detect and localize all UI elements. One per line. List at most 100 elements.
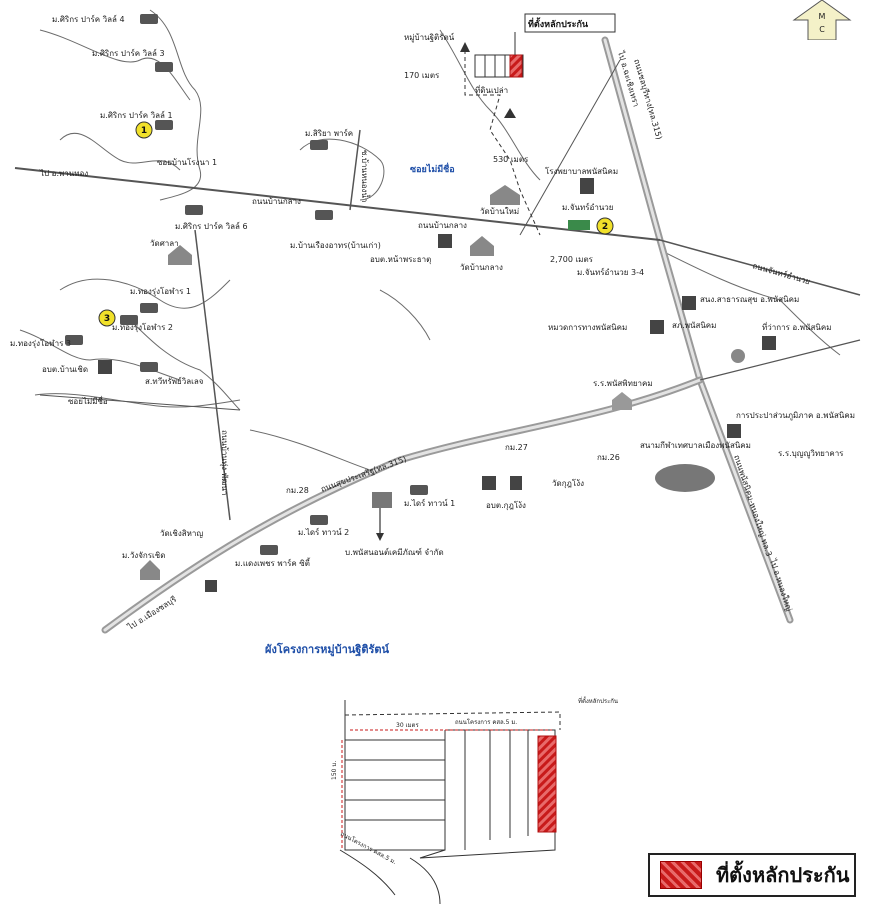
map-label: ไป อ.พานทอง (39, 169, 88, 178)
house-icon (410, 485, 428, 495)
map-label: ม.ศิริกร ปาร์ค วิลล์ 6 (175, 221, 248, 231)
hospital-icon (568, 220, 590, 230)
map-label: ม.ศิริกร ปาร์ค วิลล์ 1 (100, 110, 173, 120)
compass-letter-m: M (819, 12, 826, 21)
map-label: ถนนพนัสนิคม-หนองใหญ่ ทล.3 (732, 454, 773, 558)
distance-label: 2,700 เมตร (550, 255, 594, 264)
temple-icon (470, 236, 494, 256)
map-label: ถนนบ้านทุ่ง-พัฒนา (220, 430, 229, 495)
svg-text:2: 2 (602, 222, 608, 232)
legend-label: ที่ตั้งหลักประกัน (716, 863, 850, 887)
site-plan-depth-label: 150 ม. (331, 761, 338, 780)
map-label: หมวดการทางพนัสนิคม (548, 323, 627, 332)
map-label: ม.สิริยา พาร์ค (305, 128, 353, 138)
house-icon (310, 515, 328, 525)
village-name-label: หมู่บ้านฐิติรัตน์ (404, 32, 455, 43)
place-icons (65, 14, 776, 592)
house-icon (315, 210, 333, 220)
factory-icon (372, 492, 392, 508)
map-label: การประปาส่วนภูมิภาค อ.พนัสนิคม (736, 411, 855, 421)
map-label: วัดกุฎโง้ง (552, 478, 584, 488)
secondary-roads (14, 42, 861, 521)
house-icon (260, 545, 278, 555)
site-plan-road-top: ถนนโครงการ คสล.5 ม. (455, 718, 517, 726)
pin-marker: 1 (135, 121, 153, 139)
map-label: ม.ศิริกร ปาร์ค วิลล์ 4 (52, 14, 125, 24)
map-label: ร.ร.บุญญูวิทยาคาร (778, 449, 844, 459)
map-label: สภ.พนัสนิคม (672, 321, 716, 330)
highway-315-chonburi (601, 36, 794, 624)
building-icon (727, 424, 741, 438)
map-label: วัดเชิงสิหาญ (160, 529, 203, 538)
map-label: อบต.บ้านเชิด (42, 365, 88, 374)
site-plan-collateral-label: ที่ตั้งหลักประกัน (578, 695, 618, 705)
collateral-label: ที่ตั้งหลักประกัน (528, 17, 589, 30)
house-icon (65, 335, 83, 345)
map-label: ม.ไดร์ ทาวน์ 1 (404, 498, 455, 508)
map-label: อบต.กุฎโง้ง (486, 500, 526, 510)
map-label: ม.จันทร์อำนวย 3-4 (577, 267, 644, 277)
building-icon (510, 476, 522, 490)
site-plan-width-label: 30 เมตร (396, 722, 419, 729)
building-icon (762, 336, 776, 350)
building-icon (682, 296, 696, 310)
house-icon (155, 120, 173, 130)
numbered-pins: 1 2 3 (98, 121, 614, 327)
map-label: วัดบ้านกลาง (460, 263, 503, 272)
north-compass-icon: M C (792, 0, 852, 40)
compass-letter-c: C (819, 25, 825, 34)
map-label: ร.ร.พนัสพิทยาคม (593, 379, 653, 388)
building-icon (98, 360, 112, 374)
temple-icon (168, 245, 192, 265)
distance-label: 170 เมตร (404, 71, 440, 80)
building-icon (438, 234, 452, 248)
map-label: ม.วังจักรเชิด (122, 551, 165, 560)
map-label: ม.แดงเพชร พาร์ค ซิตี้ (235, 557, 311, 568)
site-plan: ที่ตั้งหลักประกัน 30 เมตร ถนนโครงการ คสล… (331, 695, 618, 904)
map-label: ถนนบ้านกลาง (252, 197, 301, 206)
map-label: ม.จันทร์อำนวย (562, 202, 614, 212)
soi-label: ซอยไม่มีชื่อ (410, 162, 455, 175)
village-boundaries (19, 9, 841, 471)
map-labels: ม.ศิริกร ปาร์ค วิลล์ 4 ม.ศิริกร ปาร์ค วิ… (10, 14, 855, 657)
tree-icon (731, 349, 745, 363)
map-label: ม.บ้านเรืองอาทร(บ้านเก่า) (290, 241, 381, 250)
map-label: กม.26 (597, 453, 620, 462)
house-icon (120, 315, 138, 325)
pin-marker: 2 (596, 217, 614, 235)
school-icon (612, 392, 632, 410)
house-icon (185, 205, 203, 215)
map-label: กม.28 (286, 486, 309, 495)
highway-sukprasoet (101, 376, 704, 634)
map-label: ม.ทองรุ่งโอฬาร 3 (10, 338, 71, 348)
map-label: ม.ทองรุ่งโอฬาร 1 (130, 286, 191, 296)
pin-marker: 3 (98, 309, 116, 327)
building-icon (650, 320, 664, 334)
svg-text:1: 1 (141, 126, 147, 136)
building-icon (580, 178, 594, 194)
house-icon (140, 303, 158, 313)
stadium-icon (655, 464, 715, 492)
map-label: ม.ไดร์ ทาวน์ 2 (298, 527, 349, 537)
empty-land-label: ที่ดินเปล่า (475, 84, 508, 95)
map-label: ที่ว่าการ อ.พนัสนิคม (762, 321, 832, 332)
map-label: ส.ทวีทรัพย์วิลเลจ (145, 376, 204, 386)
temple-icon (140, 560, 160, 580)
map-label: อบต.หน้าพระธาตุ (370, 255, 431, 264)
map-label: ซอยไม่มีชื่อ (68, 395, 108, 406)
collateral-swatch-icon (660, 861, 702, 889)
map-label: สนง.สาธารณสุข อ.พนัสนิคม (700, 295, 799, 304)
map-label: วัดบ้านใหม่ (480, 207, 519, 216)
map-label: ถนนบ้านกลาง (418, 221, 467, 230)
map-label: โรงพยาบาลพนัสนิคม (545, 166, 618, 176)
map-label: บ.พนัสนอนต์เคมีภัณฑ์ จำกัด (345, 547, 444, 557)
house-icon (140, 14, 158, 24)
map-label: ซอยบ้านโรงนา 1 (157, 157, 217, 167)
site-plan-road-bottom: ถนนโครงการ คสล.5 ม. (339, 830, 398, 866)
plan-title: ผังโครงการหมู่บ้านฐิติรัตน์ (265, 642, 390, 657)
map-label: วัดศาลา (150, 239, 179, 248)
village-plot-top (474, 13, 616, 78)
map-label: กม.27 (505, 443, 528, 452)
map-label: ม.ศิริกร ปาร์ค วิลล์ 3 (92, 48, 165, 58)
